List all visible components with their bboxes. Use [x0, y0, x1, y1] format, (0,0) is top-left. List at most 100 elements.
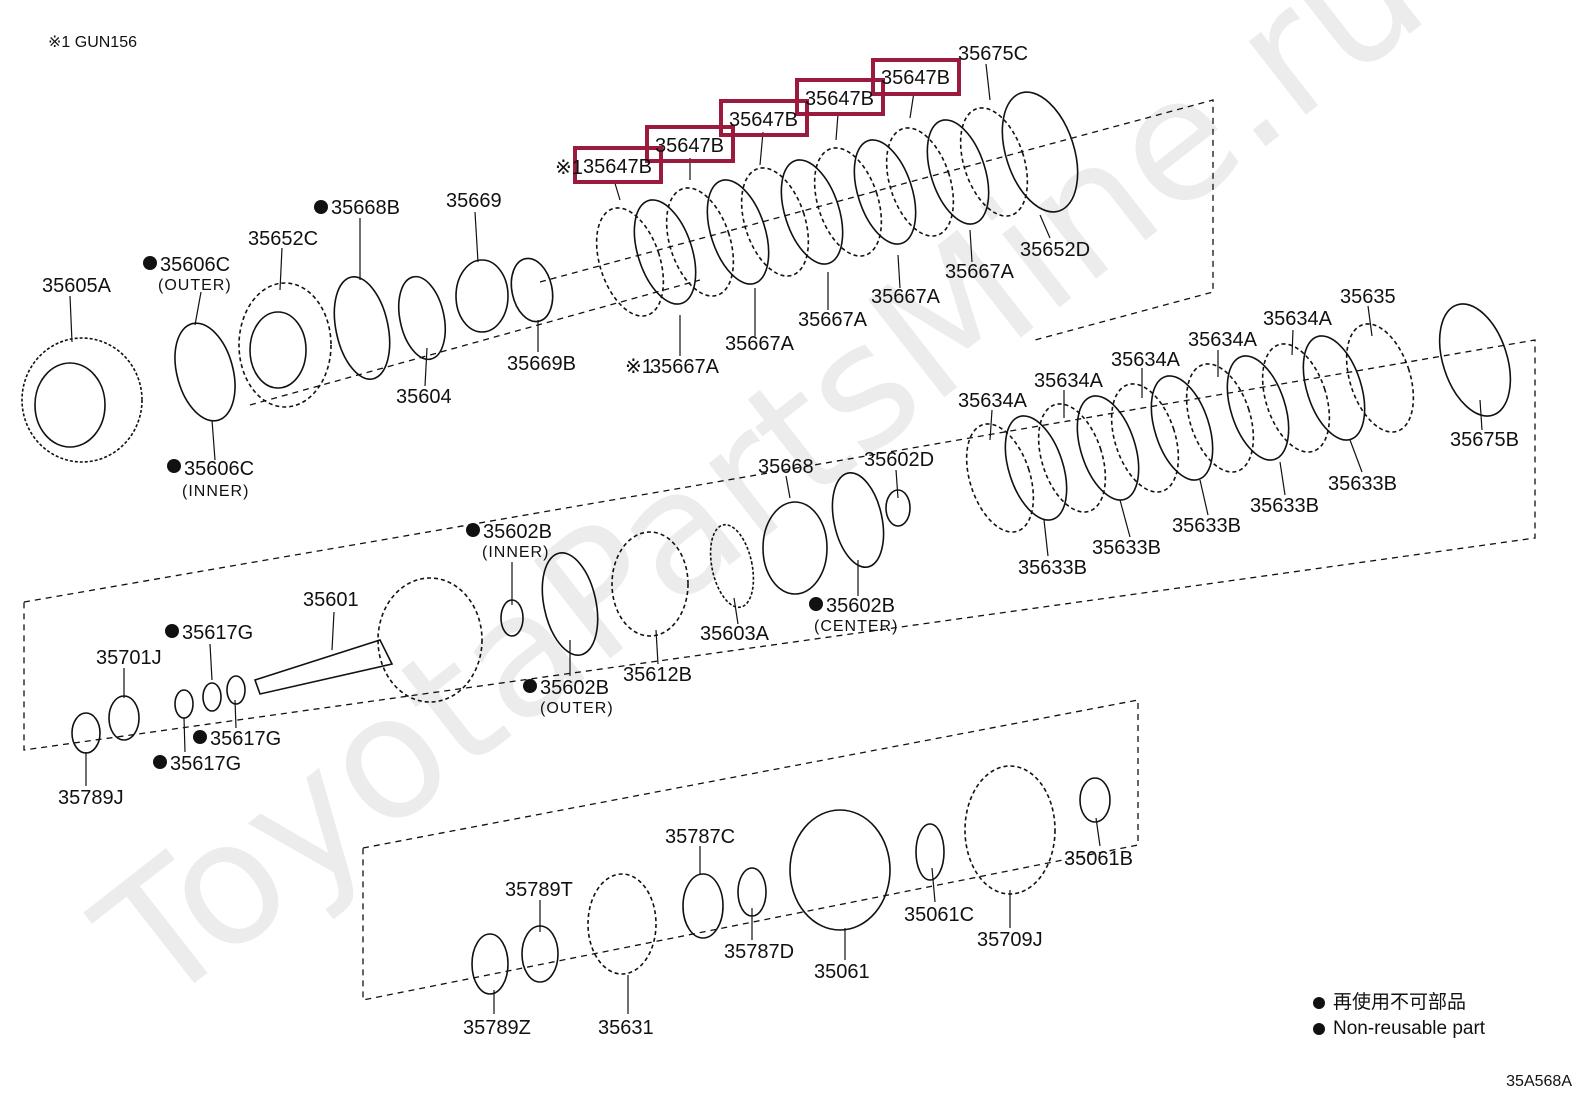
label-35633B-2: 35633B: [1092, 537, 1161, 559]
highlight-box-2: [645, 125, 735, 163]
label-35633B-1: 35633B: [1018, 557, 1087, 579]
clutch-plate-35667A: [780, 159, 844, 265]
bearing-35061C: [915, 823, 945, 881]
label-35633B-3: 35633B: [1172, 515, 1241, 537]
label-35602B-outer: 35602B: [540, 677, 609, 699]
part-labels: 35675C 35647B 35647B 35647B 35647B ※1 35…: [42, 43, 1519, 1039]
label-35606C-inner: 35606C: [184, 458, 254, 480]
legend: 再使用不可部品 Non-reusable part: [1313, 990, 1485, 1042]
label-35602D: 35602D: [864, 449, 934, 471]
drum-35652C: [238, 282, 332, 408]
input-cluster: [21, 257, 554, 463]
label-35612B: 35612B: [623, 664, 692, 686]
label-35061C: 35061C: [904, 904, 974, 926]
lower-cluster: [471, 765, 1111, 995]
dot-icon: [1313, 997, 1325, 1009]
oring-35668B: [333, 276, 391, 380]
bearing-35787D: [737, 867, 767, 917]
label-35668: 35668: [758, 456, 814, 478]
thrust-washer-35789J: [71, 712, 101, 754]
clutch-plate-35633B: [1302, 335, 1366, 441]
clutch-plate-35667A: [706, 179, 770, 285]
legend-row-en: Non-reusable part: [1313, 1016, 1485, 1042]
leader-lines: [69, 63, 1483, 1014]
clutch-plate-35633B: [1076, 395, 1140, 501]
non-reusable-markers: [143, 200, 823, 769]
seal-ring-35617G: [174, 689, 194, 719]
highlight-box-4: [795, 78, 885, 116]
label-35668B: 35668B: [331, 197, 400, 219]
clutch-pack-middle: [965, 303, 1512, 533]
clutch-disc-35675C: [959, 107, 1029, 217]
clutch-disc-35647B: [885, 127, 955, 237]
clutch-plate-35667A: [633, 199, 697, 305]
label-35667A-1: 35667A: [650, 356, 720, 378]
clutch-disc-35647B: [665, 187, 735, 297]
highlight-boxes: [573, 58, 961, 184]
label-mark-1: ※1: [555, 157, 583, 179]
ring-gear-35709J: [964, 765, 1056, 895]
drum-35061: [789, 809, 891, 931]
label-outer-2: (OUTER): [540, 700, 614, 717]
clutch-disc-35647B: [813, 147, 883, 257]
ring-35669B: [510, 257, 554, 323]
clutch-plate-35633B: [1004, 415, 1068, 521]
label-35789Z: 35789Z: [463, 1017, 531, 1039]
label-35789T: 35789T: [505, 879, 573, 901]
label-35634A-1: 35634A: [958, 390, 1028, 412]
label-35667A-6: 35667A: [945, 261, 1015, 283]
label-35061: 35061: [814, 961, 870, 983]
label-35787D: 35787D: [724, 941, 794, 963]
oring-35602B-center: [831, 471, 885, 569]
label-35647B-5: 35647B: [881, 67, 950, 89]
piston-35612B: [611, 531, 689, 637]
clutch-plate-35633B: [1150, 375, 1214, 481]
highlight-box-3: [719, 99, 809, 137]
label-35669: 35669: [446, 190, 502, 212]
bearing-35669: [455, 259, 509, 333]
bearing-35701J: [108, 695, 140, 741]
label-35669B: 35669B: [507, 353, 576, 375]
clutch-disc-35647B: [740, 167, 810, 277]
shaft-cluster: [71, 471, 911, 754]
label-35601: 35601: [303, 589, 359, 611]
label-35633B-4: 35633B: [1250, 495, 1319, 517]
hub-35605A: [21, 337, 143, 463]
label-35647B-4: 35647B: [805, 88, 874, 110]
label-mark-1b: ※1: [625, 356, 653, 378]
input-shaft-35601: [253, 639, 394, 695]
legend-row-jp: 再使用不可部品: [1313, 990, 1485, 1016]
dot-icon: [1313, 1023, 1325, 1035]
label-inner-2: (INNER): [482, 544, 549, 561]
model-note: ※1 GUN156: [48, 34, 137, 51]
seal-ring-35617G: [226, 675, 246, 705]
clutch-pack-upper: [595, 91, 1079, 317]
label-35634A-2: 35634A: [1034, 370, 1104, 392]
label-35061B: 35061B: [1064, 848, 1133, 870]
label-35635: 35635: [1340, 286, 1396, 308]
thrust-washer-35606C: [174, 322, 236, 422]
label-35603A: 35603A: [700, 623, 770, 645]
label-35634A-5: 35634A: [1263, 308, 1333, 330]
legend-text-en: Non-reusable part: [1333, 1018, 1486, 1039]
label-35647B-3: 35647B: [729, 109, 798, 131]
bearing-35789Z: [471, 933, 509, 995]
oring-35602B-outer: [541, 552, 599, 656]
seal-ring-35617G: [202, 682, 222, 712]
legend-text-jp: 再使用不可部品: [1333, 992, 1467, 1013]
label-center-1: (CENTER): [814, 618, 898, 635]
clutch-disc-35634A: [965, 423, 1035, 533]
flange-35652D: [1001, 91, 1079, 213]
diagram-code: 35A568A: [1506, 1073, 1572, 1090]
label-35647B-2: 35647B: [655, 135, 724, 157]
clutch-disc-35634A: [1185, 363, 1255, 473]
label-35617G-3: 35617G: [170, 753, 241, 775]
clutch-plate-35667A: [853, 139, 917, 245]
label-35675B: 35675B: [1450, 429, 1519, 451]
clutch-disc-35634A: [1261, 343, 1331, 453]
label-35617G-2: 35617G: [210, 728, 281, 750]
snap-ring-35675B: [1438, 303, 1512, 417]
label-35633B-5: 35633B: [1328, 473, 1397, 495]
